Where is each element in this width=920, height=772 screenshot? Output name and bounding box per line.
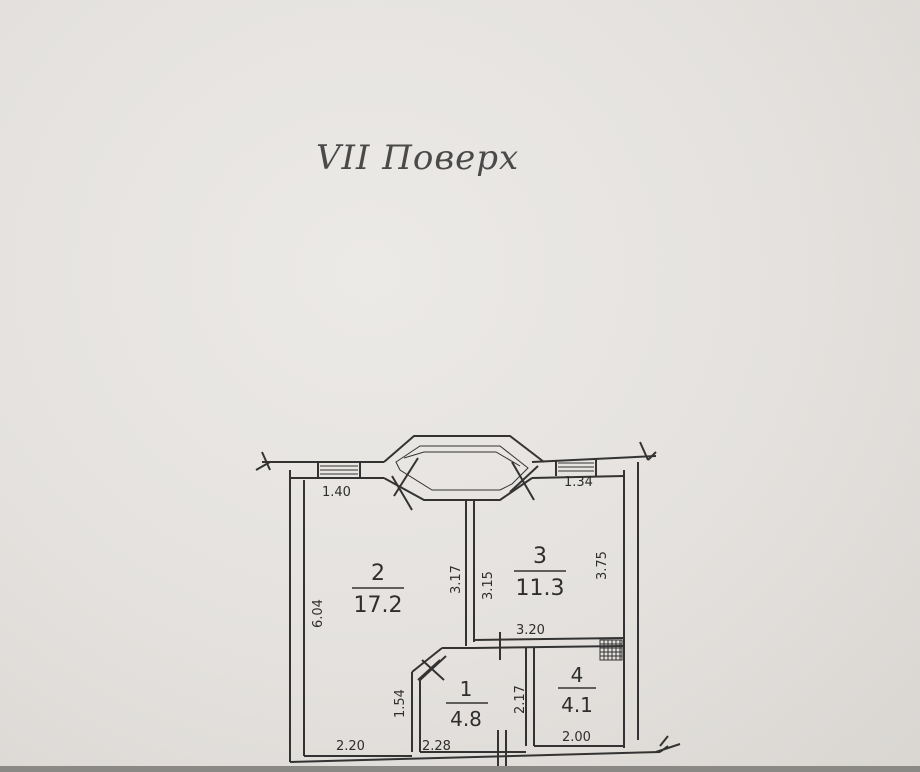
room1-left-wall [411, 672, 421, 752]
room-1-number: 1 [460, 677, 473, 701]
dim-room2-bottom: 2.20 [336, 739, 365, 754]
room-3-area: 11.3 [516, 576, 565, 601]
vent-grid-icon [599, 639, 623, 661]
window-right [555, 458, 597, 476]
dim-room1-bottom: 2.28 [422, 739, 451, 754]
dim-room2-height: 6.04 [311, 599, 326, 628]
room-4-area: 4.1 [561, 693, 593, 717]
entry-door [497, 730, 507, 766]
dim-room3-left-wall: 3.15 [481, 571, 496, 600]
room-2-area: 17.2 [354, 593, 403, 618]
break-mark-right [639, 441, 657, 461]
door-cross-1 [417, 659, 445, 681]
bay-cross-left [391, 457, 419, 511]
window-left [317, 462, 361, 478]
floor-title: VII Поверх [316, 138, 520, 178]
dim-room3-right-wall: 3.75 [595, 551, 610, 580]
partition-1-4 [525, 648, 535, 746]
dim-room3-window: 1.34 [564, 475, 593, 490]
bottom-edge-strip [0, 766, 920, 772]
partition-2-3 [465, 500, 475, 646]
dim-room4-bottom: 2.00 [562, 730, 591, 745]
dim-room1-left: 1.54 [393, 689, 408, 718]
dim-room3-bottom: 3.20 [516, 623, 545, 638]
room-2-number: 2 [371, 561, 385, 586]
room-4-number: 4 [571, 663, 584, 687]
break-mark-left [255, 451, 271, 471]
room1-angled-wall [411, 647, 447, 681]
bay-window-outer [383, 435, 545, 463]
room-3-number: 3 [533, 544, 547, 569]
room-1-area: 4.8 [450, 707, 482, 731]
dim-room2-right-wall: 3.17 [449, 565, 464, 594]
dim-room2-window: 1.40 [322, 485, 351, 500]
bottom-wall-inner [304, 745, 624, 757]
bay-cross-right [509, 461, 539, 501]
dim-room1-right: 2.17 [513, 685, 528, 714]
